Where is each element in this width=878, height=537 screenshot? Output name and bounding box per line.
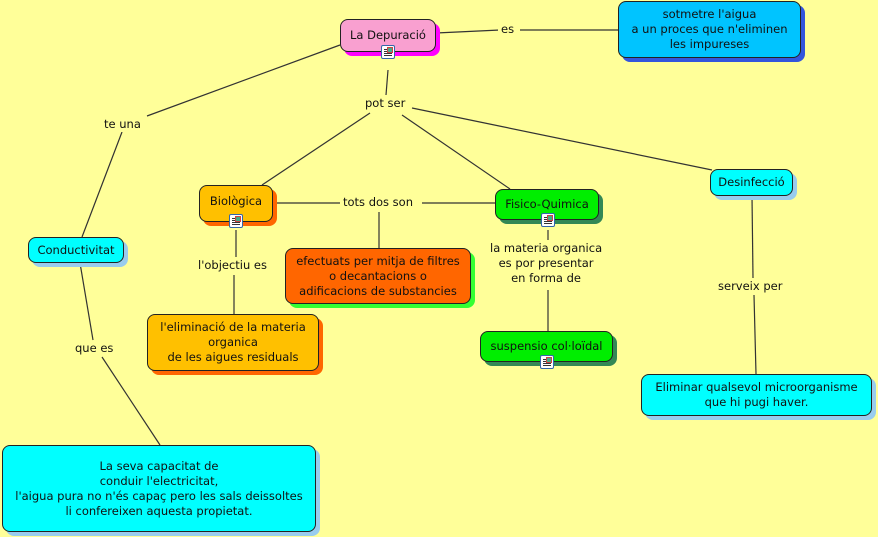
resource-icon[interactable] bbox=[229, 214, 243, 228]
node-conductivitat[interactable]: Conductivitat bbox=[28, 237, 124, 263]
node-eliminacio[interactable]: l'eliminació de la materia organica de l… bbox=[147, 314, 319, 371]
node-text: La Depuració bbox=[350, 28, 426, 42]
node-sotmetre[interactable]: sotmetre l'aigua a un proces que n'elimi… bbox=[618, 1, 801, 58]
node-text: Eliminar qualsevol microorganisme que hi… bbox=[655, 380, 858, 409]
node-text: Biològica bbox=[209, 194, 263, 208]
resource-icon[interactable] bbox=[540, 355, 554, 369]
node-text: efectuats per mitja de filtres o decanta… bbox=[296, 253, 460, 298]
resource-icon[interactable] bbox=[381, 45, 395, 59]
node-capacitat[interactable]: La seva capacitat de conduir l'electrici… bbox=[2, 445, 316, 532]
link-label-serveix[interactable]: serveix per bbox=[715, 279, 786, 294]
link-label-pot-ser[interactable]: pot ser bbox=[362, 96, 409, 111]
node-text: l'eliminació de la materia organica de l… bbox=[160, 320, 306, 364]
link-label-objectiu[interactable]: l'objectiu es bbox=[195, 258, 270, 273]
link-label-te-una[interactable]: te una bbox=[101, 117, 144, 132]
node-text: La seva capacitat de conduir l'electrici… bbox=[15, 458, 303, 518]
link-label-materia[interactable]: la materia organica es por presentar en … bbox=[487, 241, 606, 286]
node-efectuats[interactable]: efectuats per mitja de filtres o decanta… bbox=[285, 248, 471, 304]
node-suspensio[interactable]: suspensio col·loïdal bbox=[480, 331, 613, 362]
resource-icon[interactable] bbox=[541, 213, 555, 227]
node-text: Fisico-Quimica bbox=[505, 197, 589, 211]
node-text: Conductivitat bbox=[37, 242, 115, 257]
link-label-que-es[interactable]: que es bbox=[72, 341, 117, 356]
node-text: Desinfecció bbox=[718, 175, 785, 189]
node-text: sotmetre l'aigua a un proces que n'elimi… bbox=[631, 7, 788, 51]
node-desinfeccio[interactable]: Desinfecció bbox=[710, 169, 793, 196]
link-label-es[interactable]: es bbox=[498, 22, 518, 37]
link-label-tots-dos-son[interactable]: tots dos son bbox=[340, 195, 416, 210]
node-text: suspensio col·loïdal bbox=[490, 339, 603, 353]
node-eliminar[interactable]: Eliminar qualsevol microorganisme que hi… bbox=[641, 374, 872, 416]
